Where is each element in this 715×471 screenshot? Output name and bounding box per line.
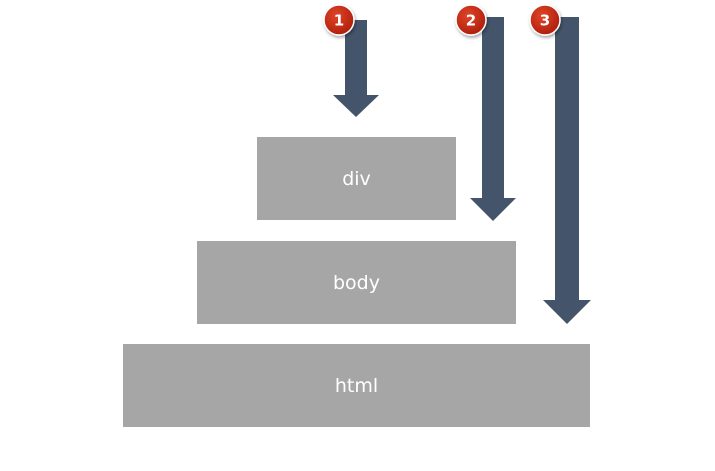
arrow-1 [333,20,379,117]
step-number-3: 3 [540,12,550,30]
step-number-1: 1 [334,12,344,30]
step-badge-2 [455,4,487,36]
layer-div-label: div [342,167,371,190]
layer-body-label: body [333,271,380,294]
layer-body: body [197,241,516,324]
step-badge-1 [323,4,355,36]
layer-html: html [123,344,590,427]
arrow-3 [543,17,591,324]
layer-html-label: html [334,374,379,397]
layer-div: div [257,137,456,220]
arrow-2 [470,17,516,221]
step-badge-3 [529,4,561,36]
step-number-2: 2 [466,12,476,30]
